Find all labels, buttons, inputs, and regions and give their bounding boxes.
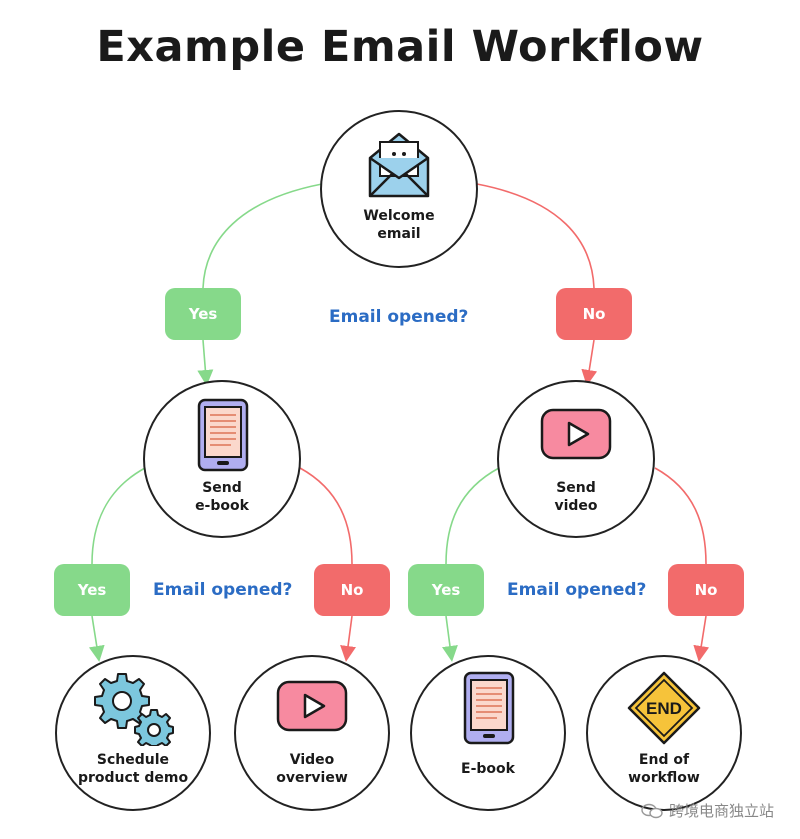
node-video-overview[interactable] bbox=[234, 655, 390, 811]
no-badge: No bbox=[556, 288, 632, 340]
envelope-icon bbox=[368, 132, 430, 198]
tablet-icon bbox=[197, 398, 249, 472]
node-label: End of workflow bbox=[628, 752, 700, 786]
yes-badge: Yes bbox=[165, 288, 241, 340]
decision-question: Email opened? bbox=[153, 580, 293, 600]
connector-no bbox=[693, 615, 710, 662]
connector-no bbox=[476, 183, 595, 289]
node-label: Schedule product demo bbox=[77, 752, 189, 786]
yes-badge: Yes bbox=[408, 564, 484, 616]
end-sign-icon: END bbox=[627, 671, 701, 745]
node-label: Welcome email bbox=[363, 208, 435, 242]
node-label: E-book bbox=[461, 761, 515, 777]
no-badge: No bbox=[668, 564, 744, 616]
gears-icon bbox=[94, 673, 174, 746]
end-sign-text: END bbox=[646, 699, 682, 718]
connector-no bbox=[340, 615, 356, 662]
decision-question: Email opened? bbox=[507, 580, 647, 600]
node-schedule-product-demo[interactable] bbox=[55, 655, 211, 811]
connector-yes bbox=[88, 615, 105, 662]
play-button-icon bbox=[540, 408, 612, 460]
connector-no bbox=[581, 339, 598, 386]
connector-yes bbox=[442, 615, 458, 662]
connector-yes bbox=[445, 467, 500, 565]
yes-badge: Yes bbox=[54, 564, 130, 616]
tablet-icon bbox=[463, 671, 515, 745]
node-label: Video overview bbox=[276, 752, 348, 786]
decision-question: Email opened? bbox=[329, 307, 469, 327]
connector-yes bbox=[202, 183, 323, 289]
node-label: Send e-book bbox=[195, 480, 249, 514]
watermark-text: 跨境电商独立站 bbox=[668, 802, 774, 820]
connector-yes bbox=[197, 339, 214, 386]
play-button-icon bbox=[276, 680, 348, 732]
node-label: Send video bbox=[554, 480, 598, 514]
watermark: 跨境电商独立站 bbox=[641, 800, 774, 821]
chat-bubbles-icon bbox=[641, 803, 663, 818]
connector-no bbox=[654, 467, 707, 565]
no-badge: No bbox=[314, 564, 390, 616]
page-title: Example Email Workflow bbox=[96, 22, 704, 72]
connector-no bbox=[299, 467, 353, 565]
connector-yes bbox=[91, 467, 146, 565]
